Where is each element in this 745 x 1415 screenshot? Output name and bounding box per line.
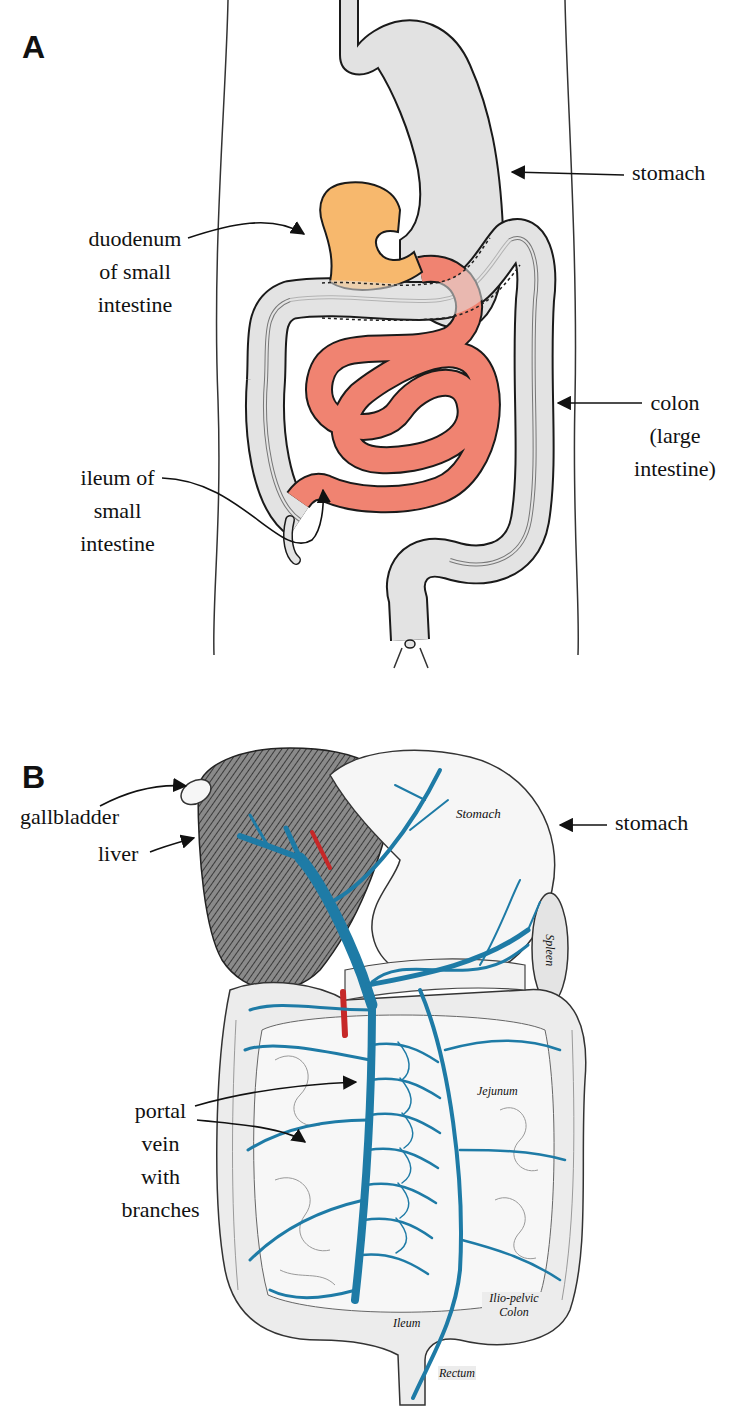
colon-band <box>265 238 536 564</box>
gastro-epiploic-vein <box>372 945 528 982</box>
leader-line <box>150 838 194 852</box>
colon-engraving <box>217 983 586 1405</box>
vein-branch <box>445 1041 560 1050</box>
engraving-label: Ilio-pelvic Colon <box>482 1292 546 1320</box>
intestine-folds <box>233 1020 574 1300</box>
organ-label: stomach <box>632 160 705 186</box>
inferior-mesenteric-vein <box>413 990 461 1398</box>
small-intestine-engraving <box>254 1015 554 1312</box>
body-outline <box>214 0 228 655</box>
vein-branch <box>528 902 540 930</box>
engraving-label: Jejunum <box>476 1084 519 1098</box>
fold-line <box>275 1056 320 1126</box>
colon-band <box>265 238 536 564</box>
vein-branch <box>286 828 300 858</box>
vein-branch <box>270 1290 356 1298</box>
vein-branch <box>250 815 268 846</box>
organ-label: ileum of small intestine <box>70 461 165 560</box>
lienal-vein <box>368 930 528 985</box>
fold-line <box>280 1270 335 1285</box>
panel-letter: B <box>22 758 45 796</box>
panel-a-drawing <box>214 0 579 668</box>
leader-line <box>560 824 607 826</box>
leader-line <box>162 478 323 543</box>
vein-branch <box>462 1240 560 1280</box>
organ-label: liver <box>98 841 138 867</box>
leader-line <box>188 223 304 238</box>
vein-branch <box>371 1079 440 1098</box>
fold-line <box>233 1020 239 1290</box>
fold-line <box>500 1108 538 1171</box>
panel-b-drawing <box>177 748 586 1405</box>
hidden-edge <box>322 238 490 285</box>
vein-branch <box>248 1120 368 1150</box>
engraving-label: Rectum <box>438 1366 476 1380</box>
leader-line <box>197 1120 305 1142</box>
leader-line <box>195 1082 356 1106</box>
colon-outline <box>265 238 536 640</box>
body-outline <box>420 648 428 668</box>
organ-label: stomach <box>615 810 688 836</box>
colon-fill <box>265 238 536 640</box>
vein-branch <box>480 880 520 965</box>
gastric-vein <box>335 770 440 900</box>
vein-branch <box>250 1006 372 1010</box>
engraving-label: Stomach <box>455 806 502 822</box>
anus <box>405 640 415 648</box>
body-outline <box>565 0 578 655</box>
vein-branch <box>250 1200 364 1260</box>
artery <box>312 832 330 868</box>
body-outline <box>394 648 402 668</box>
vein-branch <box>364 1219 432 1238</box>
leader-line <box>558 402 642 404</box>
vein-branch <box>460 1150 565 1160</box>
artery <box>343 992 345 1035</box>
transverse-colon-overlay <box>290 240 510 301</box>
fold-line <box>562 1030 574 1300</box>
leader-line <box>100 786 186 806</box>
organ-label: duodenum of small intestine <box>80 222 190 321</box>
organ-label: colon (large intestine) <box>625 386 725 485</box>
hidden-edge <box>322 265 520 320</box>
organ-label: gallbladder <box>20 804 119 830</box>
duodenum-shape <box>320 182 422 289</box>
vein-branch <box>395 785 425 800</box>
vein-branch <box>410 800 448 830</box>
engraving-label: Ileum <box>392 1316 421 1330</box>
vein-branch <box>245 1046 370 1060</box>
vein-branch <box>361 1254 428 1274</box>
portal-veins <box>240 770 565 1398</box>
stomach-engraving <box>330 750 555 982</box>
vein-arcade <box>396 1042 413 1253</box>
leader-line <box>512 172 624 175</box>
leader-lines <box>100 172 642 1142</box>
fold-line <box>495 1198 536 1259</box>
panel-letter: A <box>22 28 45 66</box>
gallbladder-shape <box>177 774 216 809</box>
organ-label: portal vein with branches <box>120 1094 201 1226</box>
engraving-label: Spleen <box>543 933 557 967</box>
